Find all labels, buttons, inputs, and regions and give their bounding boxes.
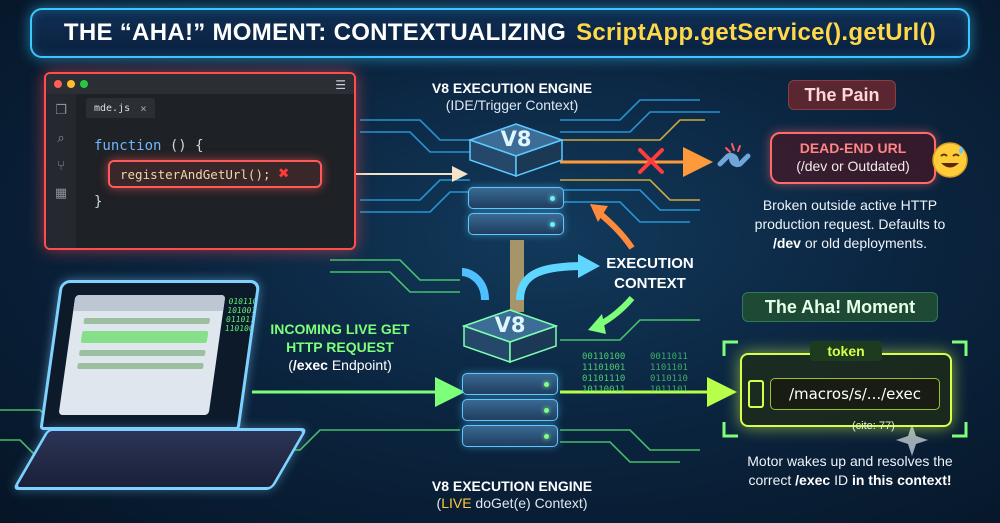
incoming-line3: (/exec Endpoint) [240,356,440,374]
tab-filename: mde.js [94,103,130,114]
aha-desc-correct: correct [748,472,795,488]
server-slab [462,425,558,447]
hamburger-menu-icon[interactable]: ☰ [335,78,346,92]
editor-titlebar: ☰ [46,74,354,94]
browser-address-bar [73,295,225,311]
v8-server-icon: V8 [468,122,564,178]
window-maximize-dot[interactable] [80,80,88,88]
sweat-smile-emoji-icon [930,140,970,180]
files-icon[interactable]: ❐ [55,102,67,118]
browser-content-line [77,363,204,369]
pain-desc-line2: production request. Defaults to [725,215,975,234]
title-text: THE “AHA!” MOMENT: CONTEXTUALIZING [64,19,566,47]
branch-icon[interactable]: ⑂ [57,158,65,173]
code-keyword: function [94,138,161,154]
v8-server-top: V8 [468,122,564,235]
pain-desc-line1: Broken outside active HTTP [725,196,975,215]
v8-badge-bottom: V8 [495,313,526,337]
window-close-dot[interactable] [54,80,62,88]
dead-end-url-box: DEAD-END URL (/dev or Outdated) [770,132,936,184]
laptop-keyboard [12,428,308,490]
aha-desc-context: in this context! [852,472,952,488]
incoming-request-label: INCOMING LIVE GET HTTP REQUEST (/exec En… [240,320,440,374]
extensions-icon[interactable]: ▦ [55,185,67,201]
aha-desc-line2: correct /exec ID in this context! [720,471,980,490]
engine-top-name: V8 EXECUTION ENGINE [382,80,642,97]
browser-window [59,295,226,415]
execution-context-line2: CONTEXT [594,274,706,294]
pain-desc-dev: /dev [773,235,801,251]
pain-description: Broken outside active HTTP production re… [725,196,975,253]
engine-bottom-name: V8 EXECUTION ENGINE [382,478,642,495]
context-rest: doGet(e) Context) [472,495,588,511]
pain-chip: The Pain [788,80,896,110]
server-slab [468,187,564,209]
dead-end-subtitle: (/dev or Outdated) [772,158,934,174]
engine-bottom-context: (LIVE doGet(e) Context) [382,495,642,512]
pain-desc-rest: or old deployments. [801,235,927,251]
editor-activity-bar: ❐ ⌕ ⑂ ▦ [46,94,76,248]
browser-highlight-line [81,331,209,343]
code-line-3: } [94,194,102,210]
server-slab [462,399,558,421]
engine-bottom-label: V8 EXECUTION ENGINE (LIVE doGet(e) Conte… [382,478,642,512]
function-call-box: registerAndGetUrl(); ✖ [108,160,322,188]
server-slab [468,213,564,235]
engine-top-context: (IDE/Trigger Context) [382,97,642,114]
search-icon[interactable]: ⌕ [57,130,64,146]
aha-description: Motor wakes up and resolves the correct … [720,452,980,490]
incoming-line1: INCOMING LIVE GET [240,320,440,338]
token-url: /macros/s/.../exec [770,378,940,410]
aha-chip: The Aha! Moment [742,292,938,322]
window-minimize-dot[interactable] [67,80,75,88]
code-text: () { [161,138,203,154]
binary-text: 010110 101001 011011 110100 [224,297,258,333]
browser-content-line [83,318,210,324]
title-banner: THE “AHA!” MOMENT: CONTEXTUALIZING Scrip… [30,8,970,58]
aha-desc-id: ID [830,472,852,488]
editor-tab[interactable]: mde.js × [86,98,155,118]
incoming-endpoint: Endpoint) [328,357,392,373]
browser-content-line [79,350,206,356]
server-slab [462,373,558,395]
incoming-line2: HTTP REQUEST [240,338,440,356]
chip-icon [748,380,764,408]
broken-link-icon [712,138,756,182]
code-line-1: function () { [94,138,204,154]
v8-server-icon: V8 [462,308,558,364]
laptop-screen: 010110 101001 011011 110100 [39,280,260,430]
pain-desc-line3: /dev or old deployments. [725,234,975,253]
binary-text: 00110100 11101001 01101110 10110011 [582,352,625,396]
execution-context-label: EXECUTION CONTEXT [594,254,706,294]
citation: (cite: 77) [852,420,895,432]
binary-text: 0011011 1101101 0110110 1011101 [650,352,688,396]
aha-desc-line1: Motor wakes up and resolves the [720,452,980,471]
error-x-icon: ✖ [279,165,290,183]
token-label: token [810,341,882,361]
tab-close-icon[interactable]: × [140,102,147,115]
v8-server-bottom: V8 [462,308,558,447]
function-call-text: registerAndGetUrl(); [120,167,271,182]
engine-top-label: V8 EXECUTION ENGINE (IDE/Trigger Context… [382,80,642,114]
context-live: LIVE [441,495,471,511]
v8-badge-top: V8 [501,127,532,151]
incoming-exec: /exec [293,357,328,373]
dead-end-title: DEAD-END URL [772,140,934,156]
execution-context-line1: EXECUTION [594,254,706,274]
title-code: ScriptApp.getService().getUrl() [576,19,936,47]
aha-desc-exec: /exec [795,472,830,488]
